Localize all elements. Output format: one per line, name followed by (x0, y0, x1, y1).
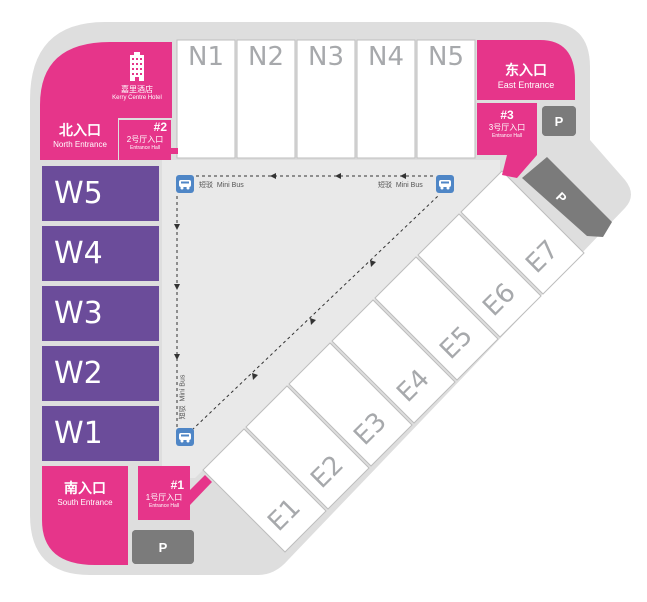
hall-n3[interactable] (296, 39, 356, 159)
shuttle-en: Mini Bus (216, 182, 244, 189)
bus-icon[interactable] (436, 175, 454, 193)
route-arrows (174, 173, 406, 380)
label-n3: N3 (308, 42, 344, 72)
shuttle-stop-ne-label: 短驳 Mini Bus (378, 180, 423, 190)
label-w4: W4 (54, 236, 103, 271)
hall3-en: Entrance Hall (491, 133, 522, 139)
hall3-entrance-block[interactable] (477, 103, 537, 155)
hall2-entrance-block[interactable] (119, 120, 171, 160)
hotel-label: 嘉里酒店 Kerry Centre Hotel (104, 52, 170, 101)
shuttle-route (176, 175, 439, 431)
south-entrance-en: South Entrance (57, 498, 113, 507)
parking-southeast[interactable] (522, 157, 612, 237)
label-n5: N5 (428, 42, 464, 72)
hall-e1[interactable] (202, 428, 327, 553)
shuttle-cn: 短驳 (179, 405, 187, 420)
label-n1: N1 (188, 42, 224, 72)
hall-e7[interactable] (460, 170, 585, 295)
east-entrance-label: 东入口 East Entrance (477, 60, 575, 90)
hotel-name-en: Kerry Centre Hotel (112, 95, 162, 101)
hall-e5[interactable] (374, 256, 499, 381)
south-entrance-cn: 南入口 (64, 480, 106, 496)
hall2-cn: 2号厅入口 (126, 135, 164, 144)
hall-w4[interactable] (42, 226, 159, 281)
west-halls (42, 166, 159, 461)
hall-w3[interactable] (42, 286, 159, 341)
parking-east-label[interactable]: P (542, 106, 576, 136)
shuttle-cn: 短驳 (199, 182, 213, 189)
hall3-cn: 3号厅入口 (488, 123, 526, 132)
hall1-number: #1 (170, 478, 184, 492)
east-halls (202, 170, 585, 553)
hall-w1[interactable] (42, 406, 159, 461)
hotel-name-cn: 嘉里酒店 (121, 85, 153, 94)
label-w2: W2 (54, 356, 103, 391)
label-w1: W1 (54, 416, 103, 451)
bus-icon[interactable] (176, 428, 194, 446)
hall-e2[interactable] (245, 385, 370, 510)
shuttle-cn: 短驳 (378, 182, 392, 189)
label-n4: N4 (368, 42, 404, 72)
hall1-cn: 1号厅入口 (145, 493, 183, 502)
north-halls (176, 39, 476, 159)
label-n2: N2 (248, 42, 284, 72)
hall1-entrance-label: #1 1号厅入口 Entrance Hall (138, 478, 190, 509)
south-entrance-block[interactable] (42, 466, 128, 565)
hall-e4[interactable] (331, 299, 456, 424)
north-entrance-label: 北入口 North Entrance (40, 120, 120, 149)
hall1-en: Entrance Hall (148, 503, 179, 509)
hall-n5[interactable] (416, 39, 476, 159)
courtyard (162, 160, 500, 478)
bus-icon[interactable] (176, 175, 194, 193)
east-entrance-en: East Entrance (497, 80, 555, 90)
parking-south-label[interactable]: P (132, 530, 194, 564)
shuttle-en: Mini Bus (395, 182, 423, 189)
south-entrance-label: 南入口 South Entrance (42, 478, 128, 507)
hall-n4[interactable] (356, 39, 416, 159)
shuttle-stop-sw-label: 短驳 Mini Bus (177, 375, 187, 420)
shuttle-en: Mini Bus (179, 374, 187, 402)
shuttle-stop-nw-label: 短驳 Mini Bus (199, 180, 244, 190)
label-w5: W5 (54, 176, 103, 211)
hall-e6[interactable] (417, 213, 542, 338)
hall1-entrance-block[interactable] (138, 466, 190, 520)
hall-w5[interactable] (42, 166, 159, 221)
east-entrance-cn: 东入口 (505, 62, 547, 78)
hall-n1[interactable] (176, 39, 236, 159)
building-icon (126, 52, 148, 82)
north-entrance-cn: 北入口 (59, 122, 101, 138)
hall2-number: #2 (153, 120, 167, 134)
label-w3: W3 (54, 296, 103, 331)
hall-w2[interactable] (42, 346, 159, 401)
hall3-number: #3 (500, 108, 514, 122)
hall-e3[interactable] (288, 342, 413, 467)
hall2-entrance-label: #2 2号厅入口 Entrance Hall (119, 120, 171, 151)
north-entrance-en: North Entrance (53, 140, 107, 149)
east-entrance-block[interactable] (477, 40, 575, 100)
hall2-en: Entrance Hall (129, 145, 160, 151)
hall3-entrance-label: #3 3号厅入口 Entrance Hall (477, 108, 537, 139)
hall-n2[interactable] (236, 39, 296, 159)
